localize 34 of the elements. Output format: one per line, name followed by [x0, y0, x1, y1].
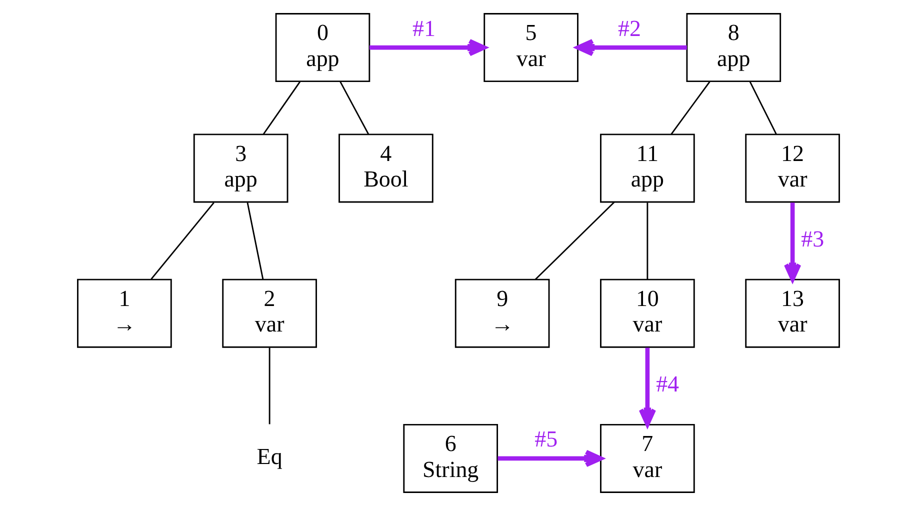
node-text: Eq — [256, 444, 282, 469]
node-box: 7 var — [600, 424, 695, 493]
connector — [262, 81, 300, 135]
node-box: 5 var — [484, 13, 578, 82]
node-box: 8 app — [686, 13, 782, 82]
node-box: 0 app — [275, 13, 370, 82]
connector — [340, 81, 370, 134]
arrow — [784, 202, 802, 282]
connector — [670, 81, 710, 135]
edge-label: #2 — [618, 16, 641, 41]
connector — [749, 81, 777, 134]
node-box: 1 → — [77, 278, 172, 348]
node-box: 3 app — [193, 134, 288, 203]
edge-label: #5 — [534, 426, 558, 452]
arrow — [369, 38, 486, 56]
node-box: 4 Bool — [338, 134, 434, 203]
node-box: 10 var — [600, 278, 695, 348]
node-box: 9 → — [454, 278, 550, 348]
connector — [534, 202, 615, 280]
arrow — [498, 450, 603, 468]
arrow — [576, 38, 687, 56]
arrow — [638, 348, 656, 426]
edge-label: #3 — [801, 226, 824, 252]
node-box: 11 app — [600, 134, 695, 203]
node-box: 6 String — [403, 424, 498, 493]
node-box: 2 var — [222, 278, 317, 348]
connector — [246, 202, 264, 280]
connector — [268, 348, 270, 424]
node-box: 13 var — [745, 278, 840, 348]
edge-label: #1 — [412, 16, 436, 41]
edge-label: #4 — [656, 371, 680, 396]
connector — [150, 202, 214, 280]
connector — [646, 202, 648, 280]
node-box: 12 var — [745, 134, 840, 203]
